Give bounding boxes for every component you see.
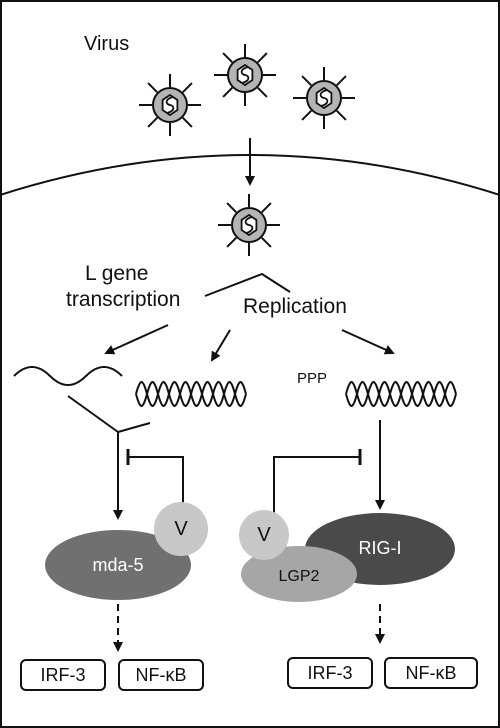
virus-particles — [139, 44, 355, 256]
v-protein-left — [154, 502, 208, 556]
lgp2-label: LGP2 — [278, 568, 320, 585]
inhibition-left — [128, 456, 184, 512]
v-label-left: V — [174, 518, 188, 540]
inhibition-right — [273, 456, 360, 525]
dsrna-helix-right — [345, 380, 457, 408]
v-protein-right — [239, 510, 289, 560]
nfkb-box-left: NF-κB — [118, 659, 204, 691]
ppp-label: PPP — [297, 370, 328, 387]
arrow-to-dsrna-right — [341, 329, 395, 355]
dsrna-helix-left — [135, 380, 247, 408]
virus-particle-1 — [139, 74, 201, 136]
virus-particle-2 — [214, 44, 276, 106]
rigi-label: RIG-I — [358, 538, 402, 558]
replication-label: Replication — [243, 295, 347, 318]
virus-label: Virus — [84, 33, 130, 55]
arrow-to-mrna — [104, 324, 169, 355]
l-gene-label-line1: L gene — [85, 262, 149, 285]
merge-line-mrna — [67, 395, 119, 433]
mda5-label: mda-5 — [92, 555, 144, 575]
branch-split — [204, 272, 291, 297]
merge-line-dsrna — [117, 422, 151, 433]
l-gene-label-line2: transcription — [66, 288, 181, 311]
mda5-protein — [45, 530, 191, 600]
irf3-box-left: IRF-3 — [20, 659, 106, 691]
mrna-strand — [13, 366, 123, 386]
irf3-box-right: IRF-3 — [287, 657, 373, 689]
v-label-right: V — [257, 524, 271, 546]
arrow-to-dsrna-left — [210, 329, 231, 362]
nfkb-box-right: NF-κB — [384, 657, 478, 689]
lgp2-protein — [241, 546, 357, 602]
virus-particle-3 — [293, 67, 355, 129]
virus-particle-entering — [218, 194, 280, 256]
